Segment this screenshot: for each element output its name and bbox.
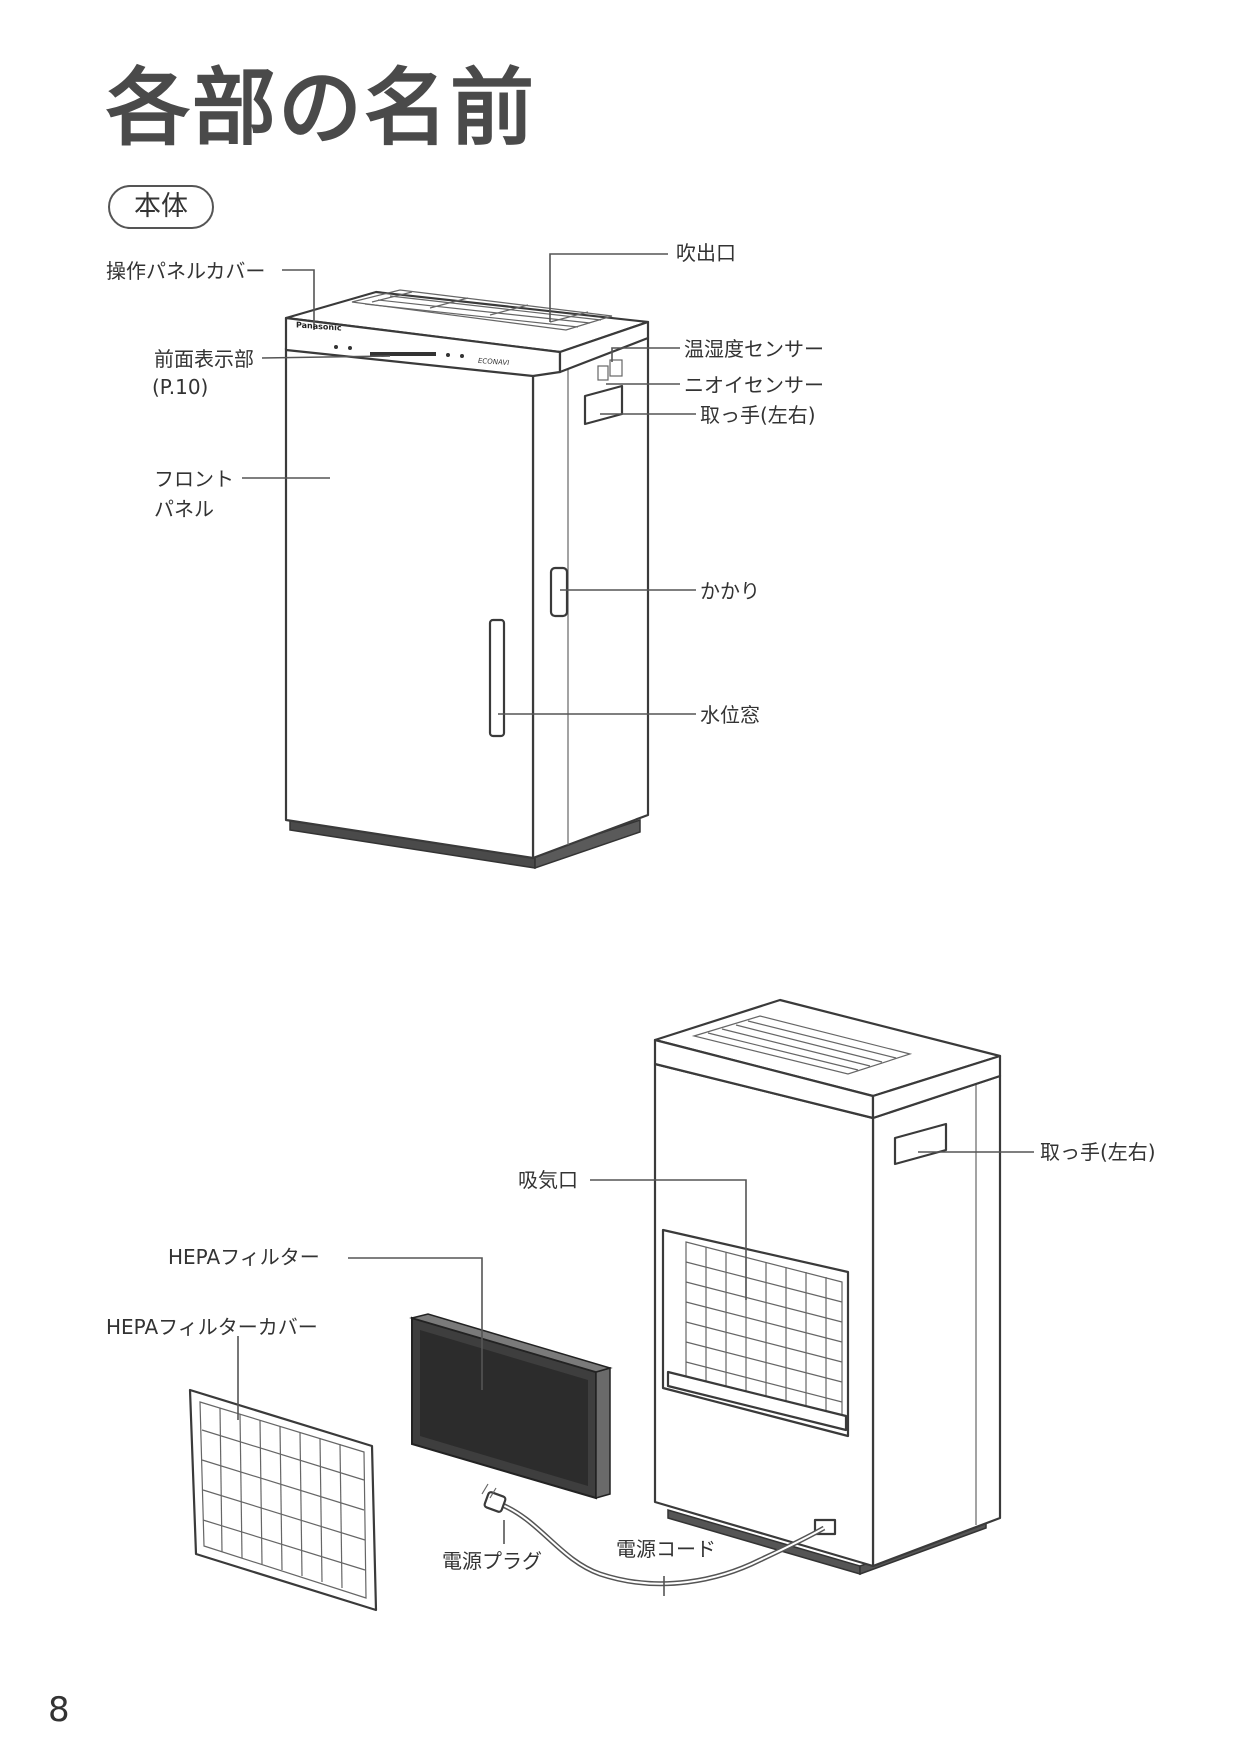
label-handle-front: 取っ手(左右) — [700, 403, 816, 427]
label-water-window: 水位窓 — [700, 703, 760, 727]
label-intake: 吸気口 — [518, 1168, 578, 1192]
label-power-cord: 電源コード — [616, 1537, 716, 1561]
label-front-panel-2: パネル — [154, 497, 214, 521]
label-panel-cover: 操作パネルカバー — [106, 259, 266, 283]
label-front-panel-1: フロント — [154, 467, 234, 491]
label-hepa-filter-cover: HEPAフィルターカバー — [106, 1315, 318, 1339]
label-handle-back: 取っ手(左右) — [1040, 1140, 1156, 1164]
label-hook: かかり — [700, 579, 760, 603]
label-hepa-filter: HEPAフィルター — [168, 1245, 320, 1269]
back-unit-drawing — [653, 998, 1002, 1576]
label-temp-humidity-sensor: 温湿度センサー — [684, 337, 824, 361]
label-outlet: 吹出口 — [676, 241, 736, 265]
hepa-filter-cover-drawing — [188, 1388, 378, 1612]
section-badge: 本体 — [108, 185, 214, 229]
label-power-plug: 電源プラグ — [442, 1549, 542, 1573]
outlet-grille — [351, 289, 613, 331]
intake-grid — [685, 1241, 843, 1421]
label-front-display-ref: (P.10) — [152, 375, 209, 399]
hepa-filter-drawing — [409, 1313, 613, 1500]
page-title: 各部の名前 — [106, 59, 537, 157]
label-front-display: 前面表示部 — [154, 347, 254, 371]
power-cord-drawing — [481, 1483, 826, 1587]
front-unit-drawing — [284, 289, 650, 870]
label-odor-sensor: ニオイセンサー — [684, 373, 824, 397]
leader-lines — [237, 253, 1034, 1596]
page-number: 8 — [48, 1690, 70, 1730]
